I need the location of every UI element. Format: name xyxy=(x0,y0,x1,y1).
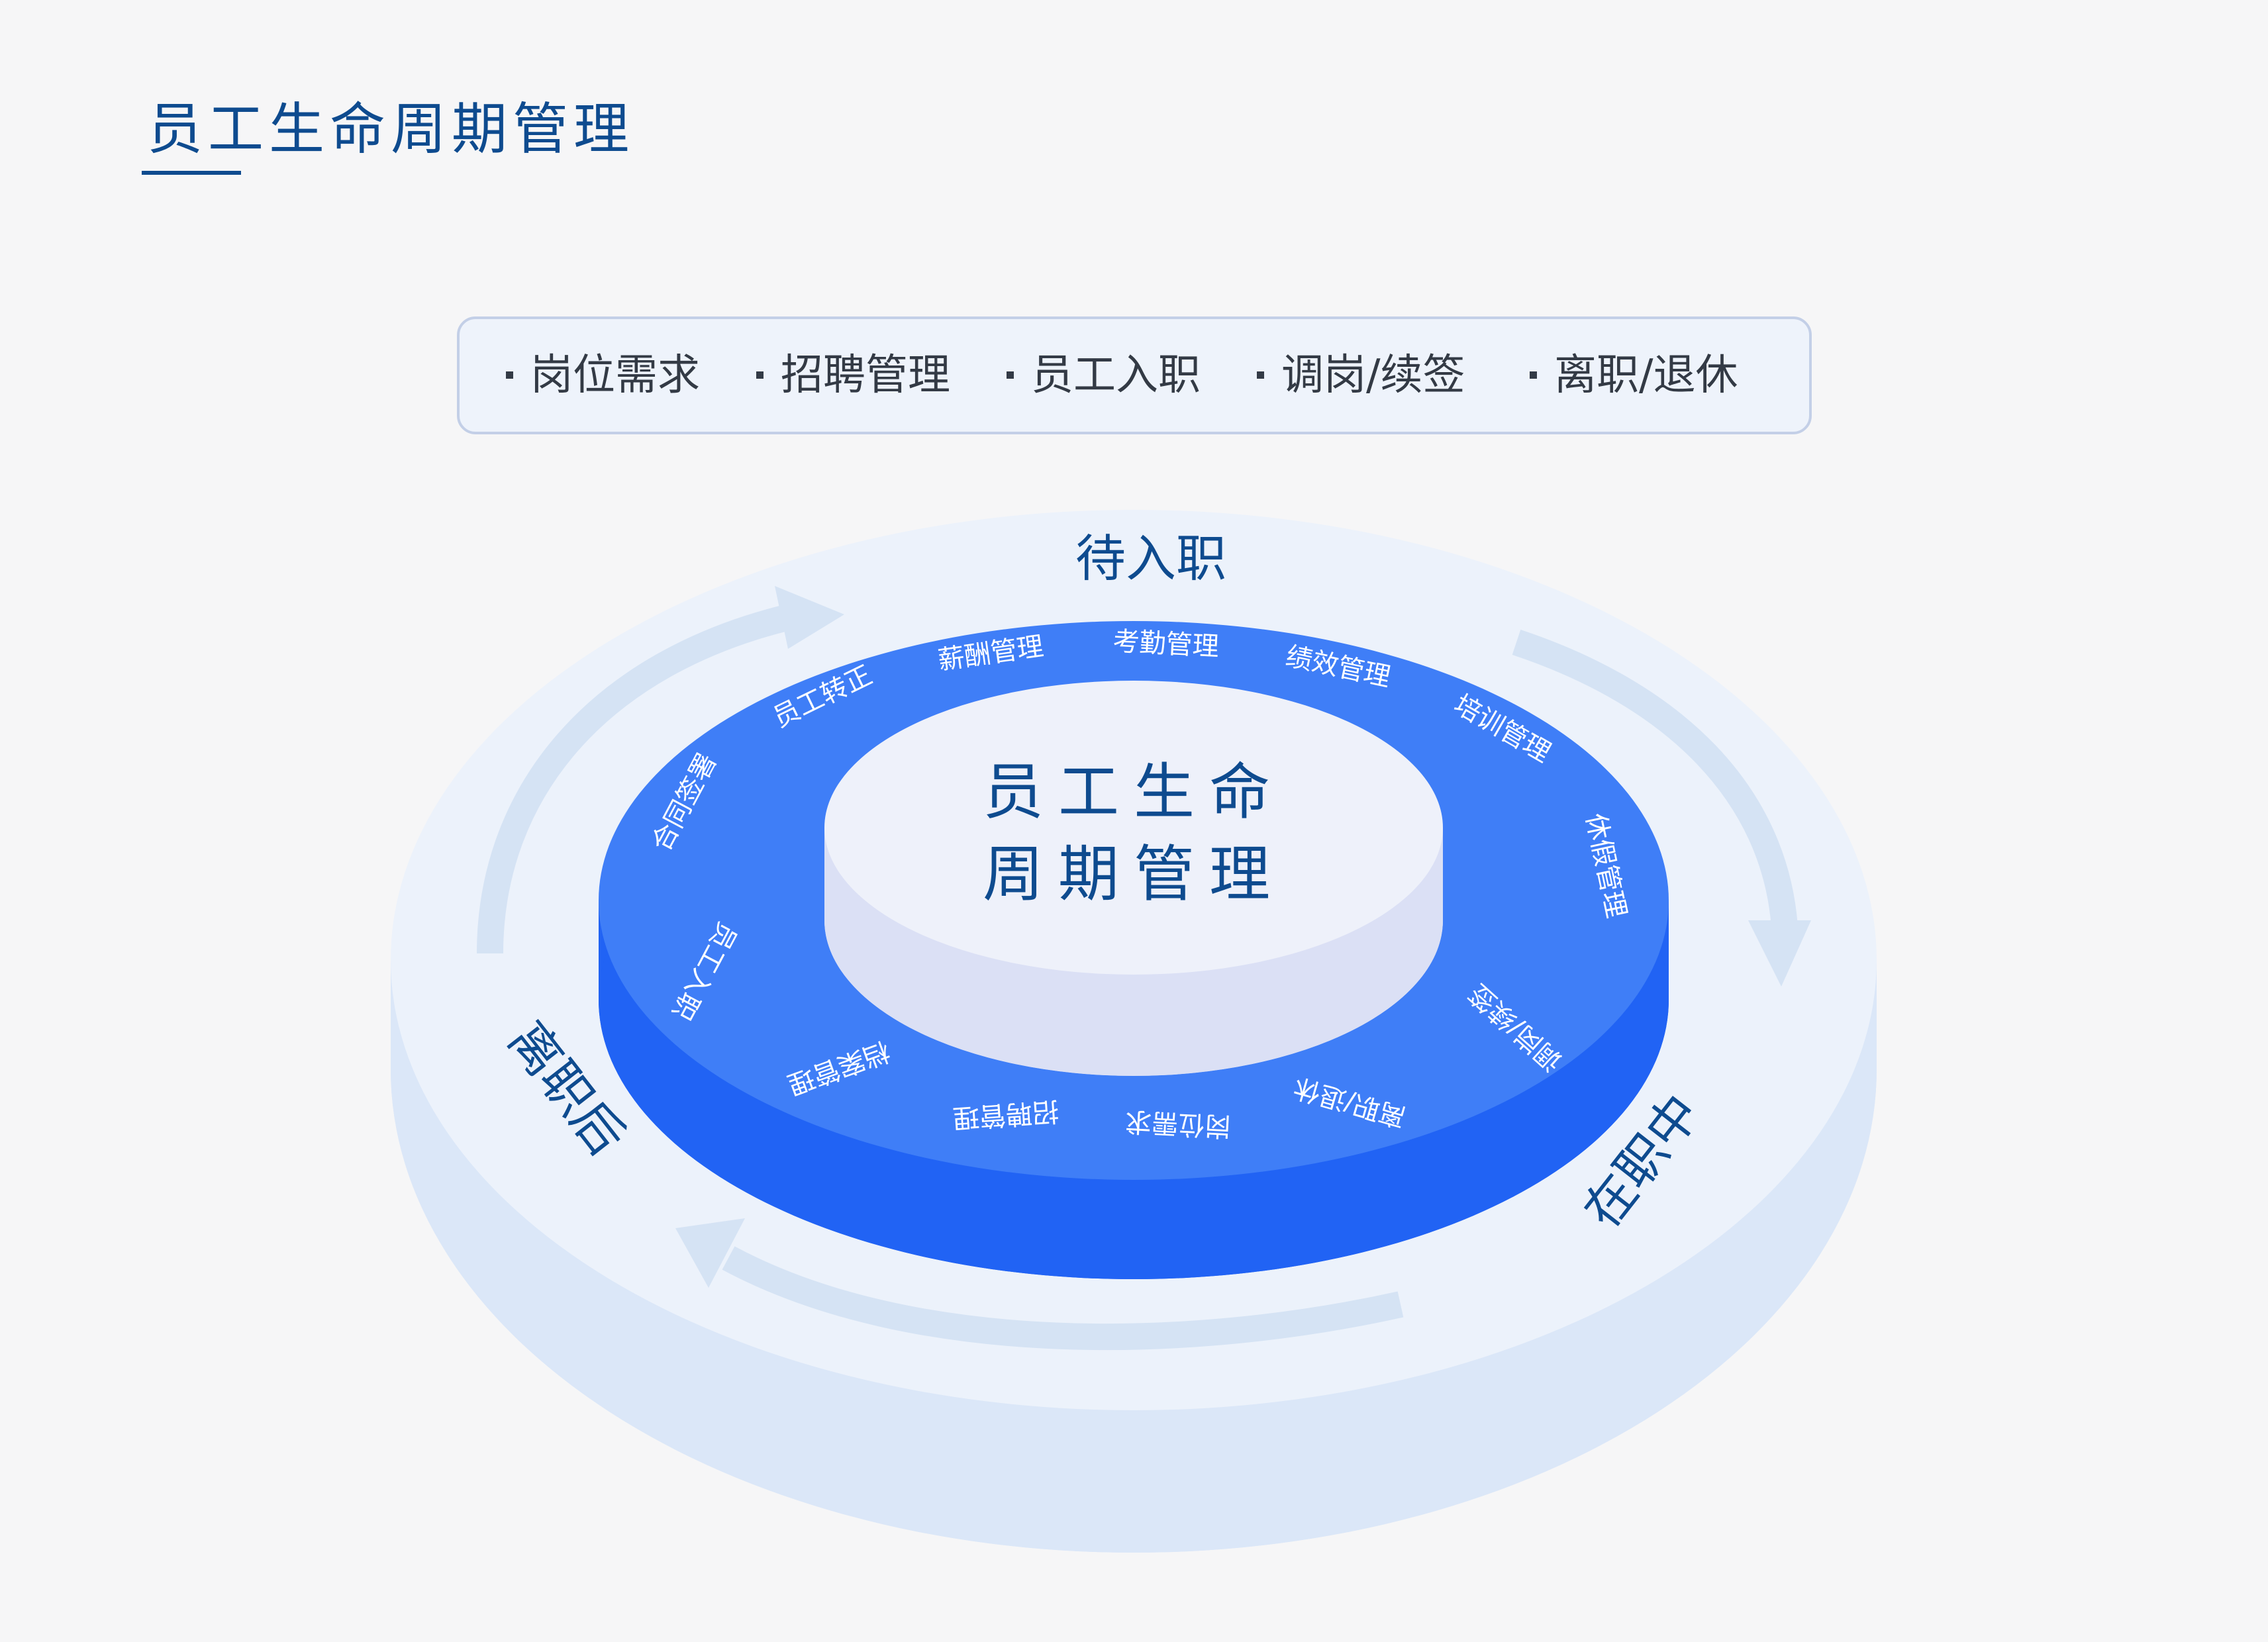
arrow-bottom xyxy=(722,1246,1404,1351)
stage-item: 招聘管理 xyxy=(756,319,950,432)
page-title: 员工生命周期管理 xyxy=(147,97,635,162)
arrow-top-left xyxy=(477,603,798,954)
stage-item: 员工入职 xyxy=(1007,319,1201,432)
center-title-line1: 员工生命 xyxy=(983,757,1285,828)
stage-summary-box: 岗位需求 招聘管理 员工入职 调岗/续签 离职/退休 xyxy=(457,316,1812,434)
inner-cylinder xyxy=(824,681,1443,1076)
ring-item: 考勤管理 xyxy=(1112,626,1220,662)
center-title-line2: 周期管理 xyxy=(983,839,1285,910)
ring-item: 岗位需求 xyxy=(1124,1106,1232,1141)
arrowhead-top-icon xyxy=(775,586,844,649)
ring-item: 招聘管理 xyxy=(952,1095,1060,1133)
stage-label: 调岗/续签 xyxy=(1281,351,1465,400)
bullet-icon xyxy=(1007,371,1014,379)
cycle-arrows xyxy=(477,603,1798,1351)
stage-label: 岗位需求 xyxy=(530,351,700,400)
bullet-icon xyxy=(1257,371,1264,379)
title-underline xyxy=(142,171,241,175)
phase-label-pending: 待入职 xyxy=(1075,529,1226,588)
bullet-icon xyxy=(756,371,764,379)
arrow-heads xyxy=(675,586,1811,1288)
stage-item: 调岗/续签 xyxy=(1257,319,1465,432)
arrowhead-bottom-icon xyxy=(675,1218,745,1288)
bullet-icon xyxy=(506,371,513,379)
stage-item: 离职/退休 xyxy=(1530,319,1738,432)
stage-label: 离职/退休 xyxy=(1554,351,1738,400)
bullet-icon xyxy=(1530,371,1537,379)
stage-label: 员工入职 xyxy=(1031,351,1201,400)
arrowhead-right-icon xyxy=(1748,920,1811,987)
stage-label: 招聘管理 xyxy=(781,351,950,400)
arrow-right xyxy=(1512,630,1798,928)
stage-item: 岗位需求 xyxy=(506,319,700,432)
inner-cylinder-top xyxy=(824,681,1443,975)
